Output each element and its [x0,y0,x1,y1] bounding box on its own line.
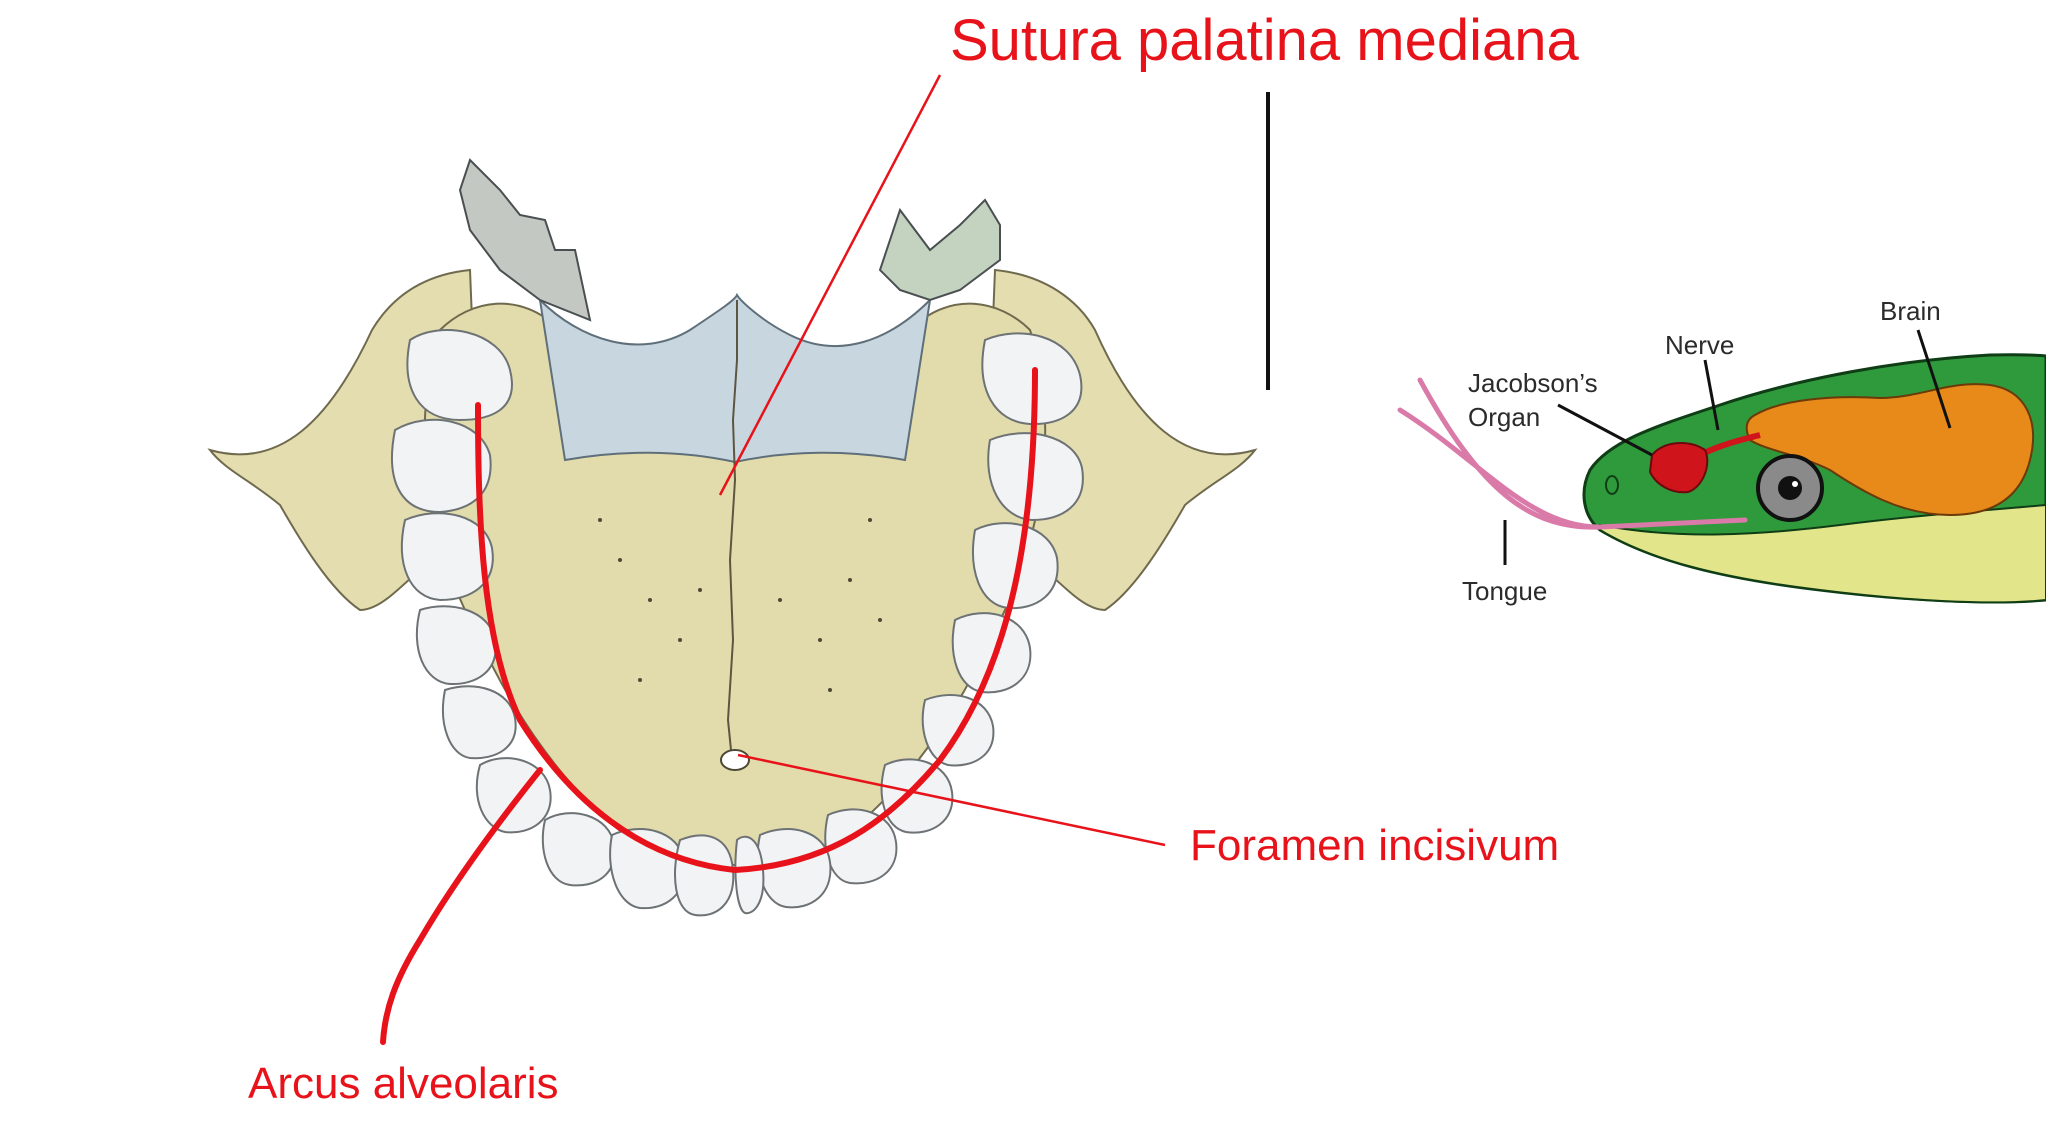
median-palatine-suture-line [726,300,738,761]
tooth [987,432,1084,522]
tooth [981,332,1083,426]
snake-label-pointers [1503,329,1952,565]
right-pterygoid [878,198,1001,302]
tooth [406,329,513,422]
snake-nostril [1605,475,1619,495]
tooth [541,812,616,887]
snake-organ-label-line2: Organ [1468,402,1540,432]
maxilla-illustration [207,158,1258,917]
left-teeth [391,329,735,917]
sutura-label: Sutura palatina mediana [950,8,1580,73]
tooth [441,685,517,760]
incisive-foramen [720,749,750,771]
tooth [880,758,954,834]
sutura-leader-line [718,74,942,496]
snake-tongue [1397,377,1748,530]
nerve-pointer [1703,359,1720,431]
brain-pointer [1916,329,1952,429]
tooth [609,828,686,910]
tooth [674,834,735,917]
jacobsons-organ [1648,442,1709,494]
tooth [415,605,497,686]
right-teeth [734,332,1084,915]
snake-tongue-label: Tongue [1462,576,1547,606]
snake-head-illustration [1397,329,2046,604]
tooth [400,512,494,602]
snake-pupil [1778,476,1802,500]
foramen-leader-line [737,753,1166,847]
snake-brain-label: Brain [1880,296,1941,326]
organ-pointer [1557,403,1653,457]
annotations [380,74,1166,1045]
arcus-label: Arcus alveolaris [248,1059,559,1108]
tooth [951,612,1032,694]
snake-eye-highlight [1792,481,1798,487]
snake-brain [1745,383,2035,517]
snake-nerve-label: Nerve [1665,330,1734,360]
snake-organ-label-line1: Jacobson’s [1468,368,1598,398]
arcus-leader-line [380,767,543,1045]
bone-foramina-dots [598,518,882,692]
left-pterygoid [458,158,592,322]
tooth [734,835,765,915]
foramen-label: Foramen incisivum [1190,821,1559,870]
alveolar-arch-curve [475,367,1038,874]
